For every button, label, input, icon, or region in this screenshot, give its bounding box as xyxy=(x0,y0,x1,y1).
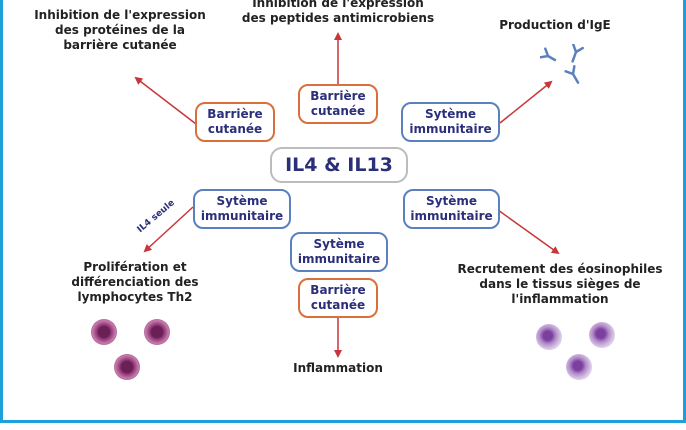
lymphocyte-cell-icon xyxy=(91,319,117,345)
arrow-top-right xyxy=(499,80,553,124)
box-skin-barrier-top-center: Barrière cutanée xyxy=(298,84,378,124)
eosinophil-cell-icon xyxy=(589,322,615,348)
outcome-inflammation: Inflammation xyxy=(293,361,383,375)
antibody-icon xyxy=(540,44,585,84)
eosinophil-cell-icon xyxy=(536,324,562,350)
box-skin-barrier-top-left: Barrière cutanée xyxy=(195,102,275,142)
arrow-mid-left xyxy=(143,206,194,253)
outcome-ige-production: Production d'IgE xyxy=(499,18,611,32)
outcome-skin-barrier-proteins: Inhibition de l'expression des protéines… xyxy=(34,8,206,52)
arrow-top-left xyxy=(134,76,197,125)
box-immune-system-bottom: Sytème immunitaire xyxy=(290,232,388,272)
outcome-eosinophil-recruitment: Recrutement des éosinophiles dans le tis… xyxy=(457,262,663,306)
arrow-mid-right xyxy=(497,209,560,255)
box-immune-system-mid-left: Sytème immunitaire xyxy=(193,189,291,229)
lymphocyte-cell-icon xyxy=(144,319,170,345)
center-box-il4-il13: IL4 & IL13 xyxy=(270,147,408,183)
box-skin-barrier-bottom: Barrière cutanée xyxy=(298,278,378,318)
outcome-antimicrobial-peptides: Inhibition de l'expression des peptides … xyxy=(241,0,435,25)
lymphocyte-cell-icon xyxy=(114,354,140,380)
box-immune-system-top-right: Sytème immunitaire xyxy=(401,102,500,142)
eosinophil-cell-icon xyxy=(566,354,592,380)
box-immune-system-mid-right: Sytème immunitaire xyxy=(403,189,500,229)
outcome-th2-proliferation: Prolifération et différenciation des lym… xyxy=(71,260,199,304)
